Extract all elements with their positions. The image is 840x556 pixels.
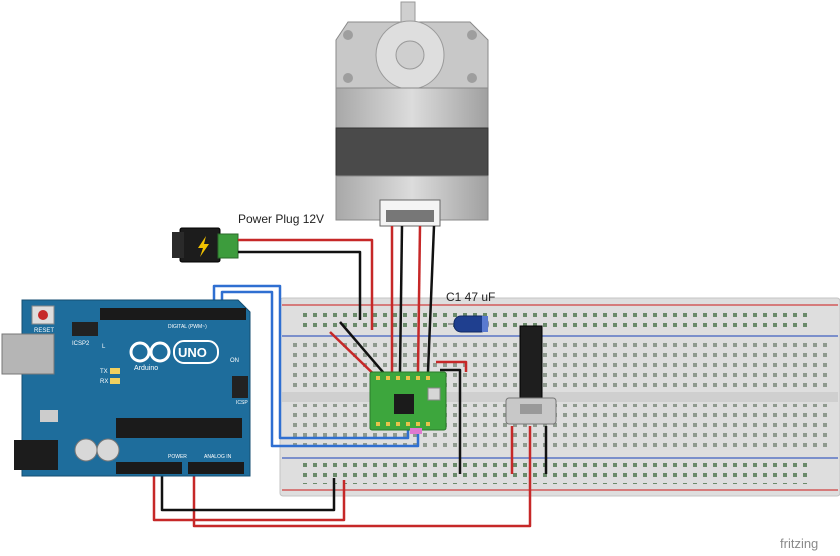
icsp-label: ICSP: [236, 400, 248, 406]
stepper-motor: [335, 1, 489, 227]
potentiometer: [505, 325, 557, 425]
on-led-label: ON: [230, 358, 239, 364]
uno-logo-text: UNO: [178, 345, 207, 360]
wires: [152, 225, 548, 528]
arduino-brand-text: Arduino: [134, 365, 158, 372]
capacitor: [453, 315, 489, 333]
power-header-label: POWER: [168, 454, 187, 460]
power-plug-label: Power Plug 12V: [238, 212, 325, 226]
reset-label: RESET: [34, 328, 54, 334]
rx-led-label: RX: [100, 379, 108, 385]
tx-led-label: TX: [100, 369, 108, 375]
power-jack: [172, 227, 239, 263]
digital-header-label: DIGITAL (PWM~): [168, 324, 207, 330]
arduino-labels: RESET ICSP2 UNO Arduino DIGITAL (PWM~) O…: [34, 324, 248, 460]
fritzing-watermark: fritzing: [780, 536, 819, 551]
analog-header-label: ANALOG IN: [204, 454, 232, 460]
icsp2-label: ICSP2: [72, 341, 90, 347]
l-led-label: L: [102, 344, 106, 350]
arduino-uno-board: [1, 299, 251, 477]
breadboard: [279, 297, 840, 497]
capacitor-label: C1 47 uF: [446, 290, 496, 304]
stepper-driver-module: [369, 371, 447, 434]
